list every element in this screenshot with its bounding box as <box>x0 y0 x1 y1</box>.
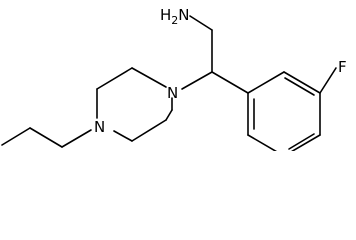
amine-n: N <box>178 6 189 24</box>
ring-double-bond-2 <box>288 133 315 150</box>
piperazine-n-lower-label: N <box>94 118 105 136</box>
bond-chiral-c-aryl <box>211 71 249 94</box>
bond-aryl-fluorine <box>319 67 337 94</box>
propyl-bond-1 <box>61 129 92 148</box>
fluorine-label: F <box>338 58 347 76</box>
piperazine-bond-7 <box>165 109 173 121</box>
ring-bond-2 <box>247 134 278 151</box>
amine-subscript: 2 <box>171 14 178 27</box>
ring-bond-6 <box>247 71 285 94</box>
amine-label: H2N <box>160 6 190 27</box>
amine-h: H <box>160 6 171 24</box>
bond-amine-ch2 <box>189 15 213 31</box>
ring-double-bond-3 <box>284 77 315 96</box>
piperazine-bond-2 <box>96 67 133 90</box>
propyl-bond-2 <box>29 127 63 148</box>
propyl-bond-3 <box>1 127 31 146</box>
ring-bond-5 <box>283 71 321 94</box>
structure-diagram: H2N F N N <box>1 6 347 151</box>
piperazine-n-upper-label: N <box>167 84 178 102</box>
ring-bond-3 <box>290 134 321 151</box>
bond-chiral-c-piperazine-n <box>181 71 213 90</box>
piperazine-bond-5 <box>131 119 167 142</box>
piperazine-bond-4 <box>113 130 133 142</box>
piperazine-bond-1 <box>131 67 167 88</box>
